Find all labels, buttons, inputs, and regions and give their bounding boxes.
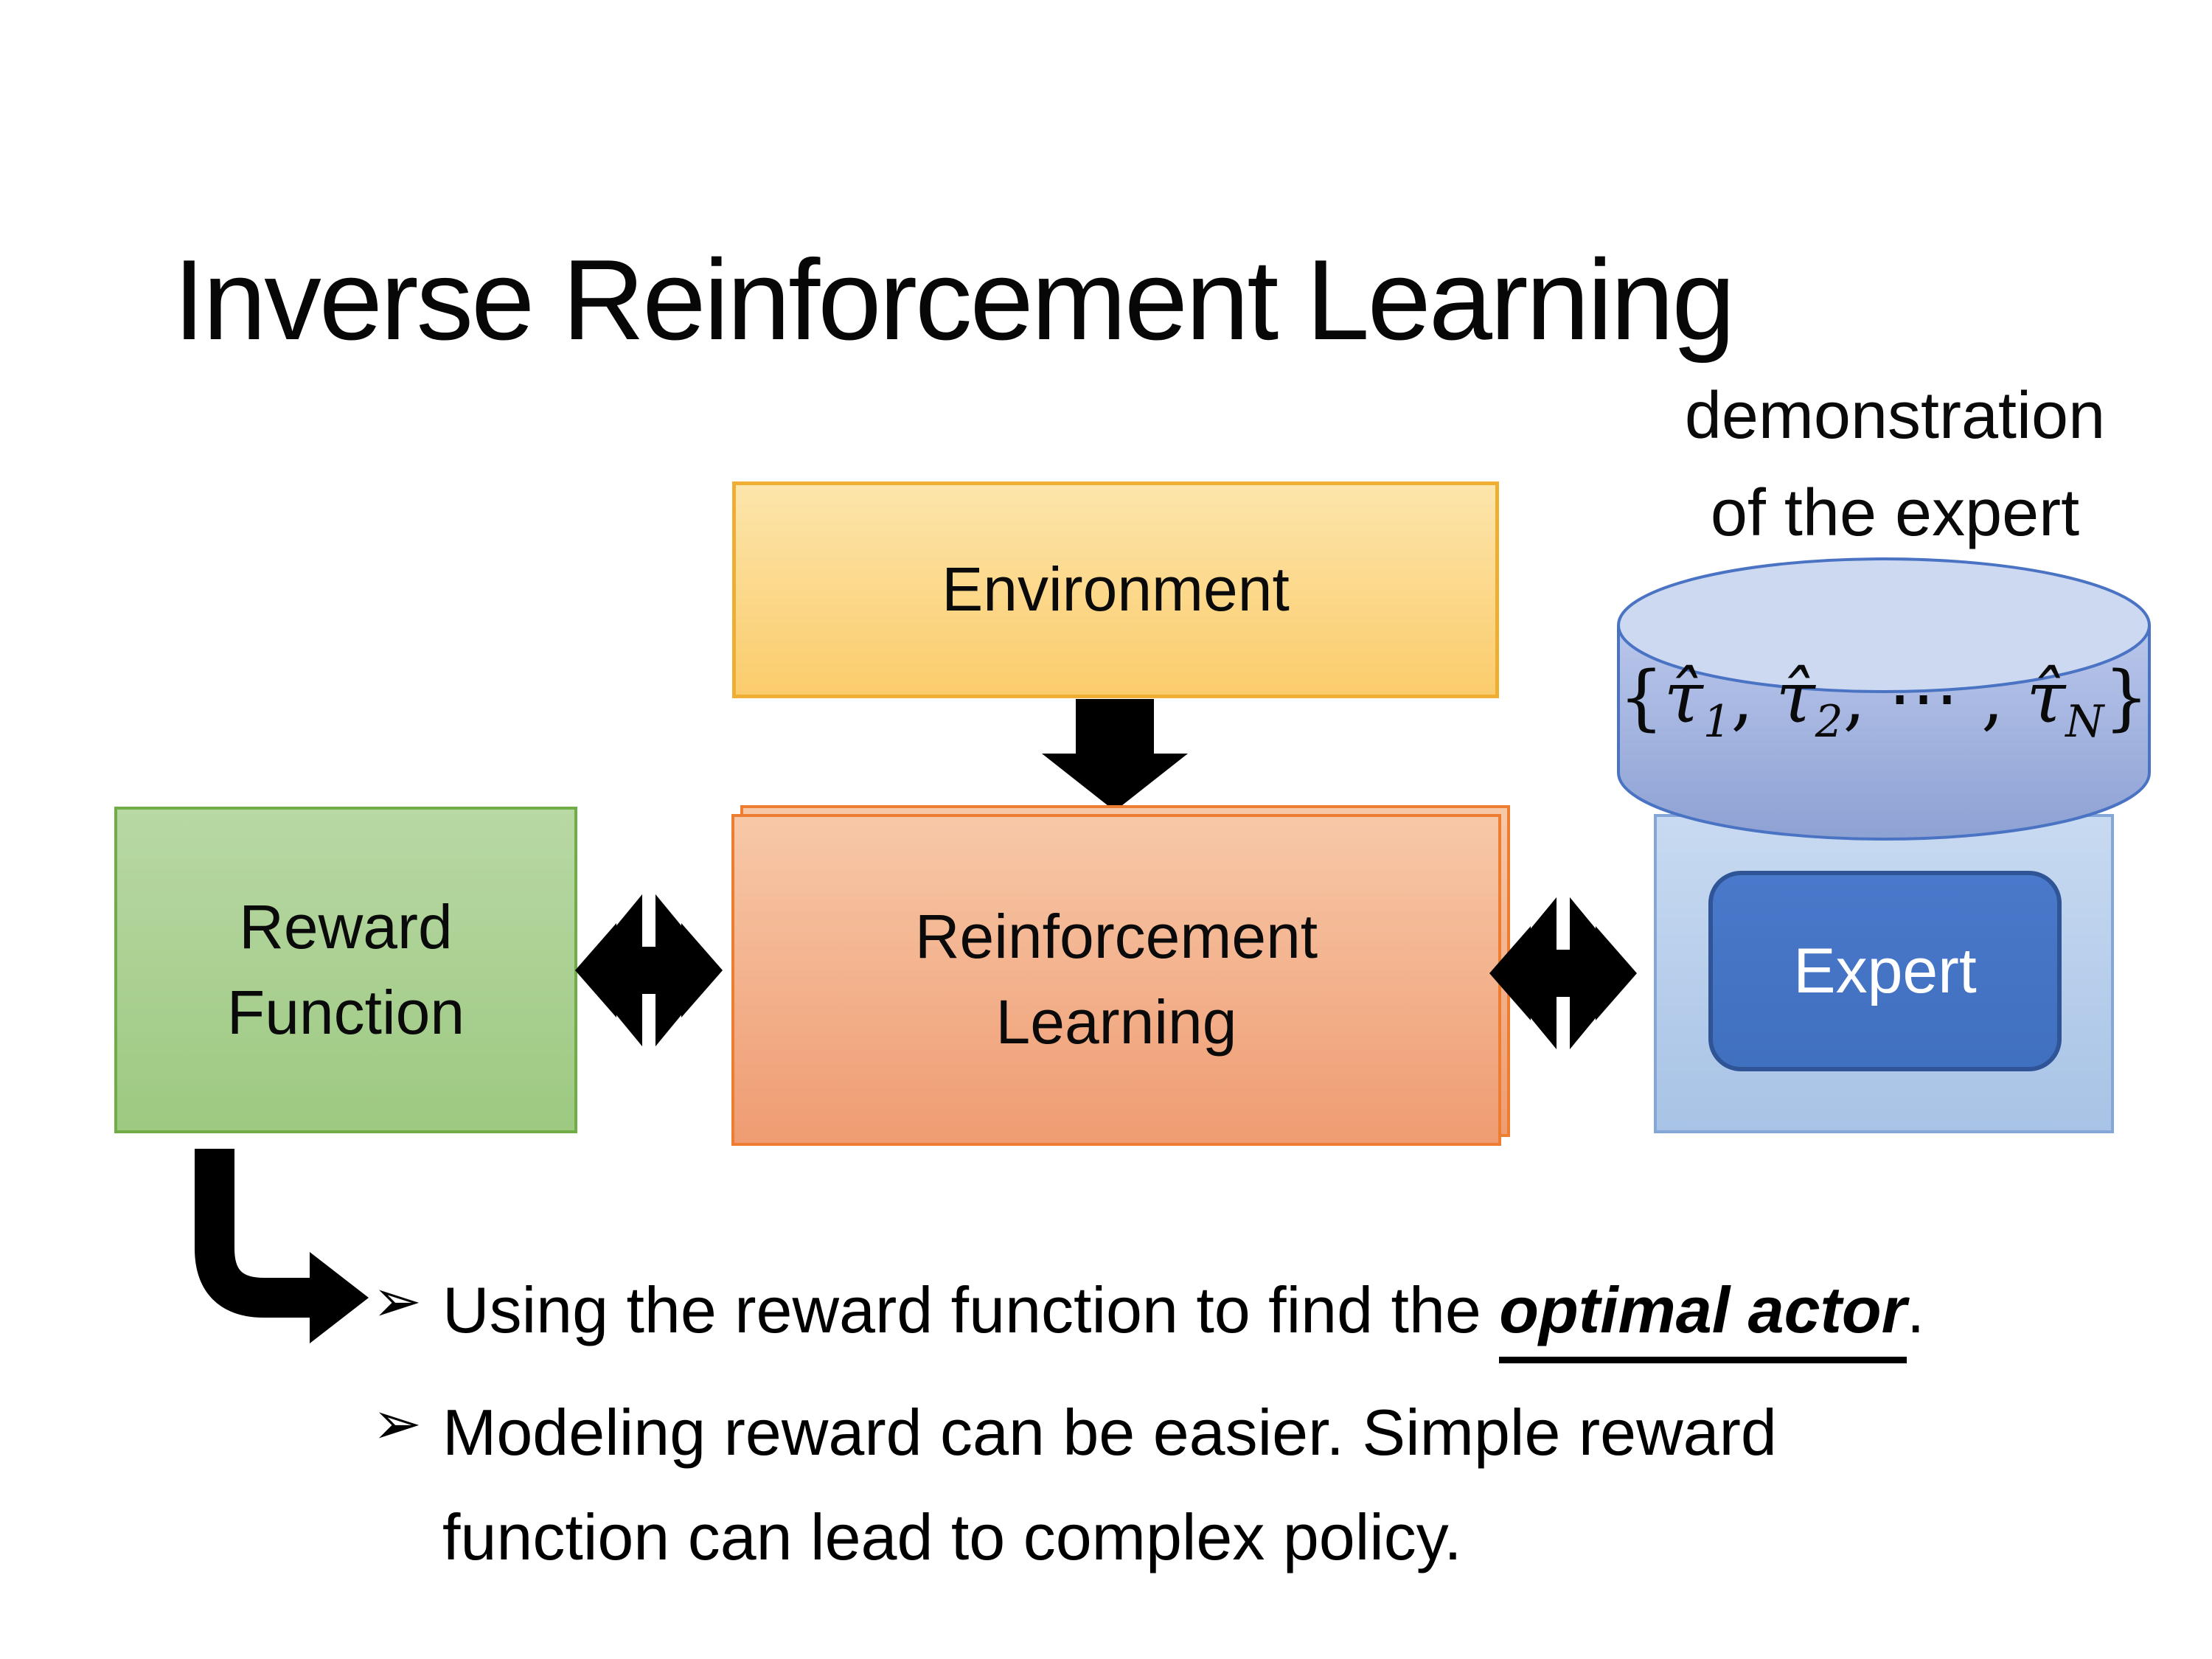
reward-function-box: Reward Function [114, 807, 577, 1133]
environment-label: Environment [942, 554, 1290, 625]
bullet-arrow-icon: ➢ [372, 1267, 422, 1335]
reinforcement-learning-box: Reinforcement Learning [731, 814, 1501, 1146]
double-arrow-right-icon [1489, 885, 1637, 1062]
database-cylinder-icon [1617, 557, 2151, 841]
trajectory-set-formula: {τ̂1, τ̂2, ⋯ , τ̂N} [1618, 656, 2149, 748]
demonstration-caption-line2: of the expert [1710, 476, 2080, 550]
environment-box: Environment [732, 481, 1499, 698]
demonstration-caption-line1: demonstration [1684, 379, 2106, 453]
reinforcement-learning-label: Reinforcement Learning [914, 902, 1318, 1057]
slide-title: Inverse Reinforcement Learning [173, 236, 1736, 364]
expert-box: Expert [1708, 871, 2062, 1071]
expert-label: Expert [1793, 935, 1977, 1006]
reward-function-label: Reward Function [226, 891, 465, 1047]
bullet-arrow-icon: ➢ [372, 1389, 422, 1458]
double-arrow-left-icon [575, 882, 723, 1059]
demonstration-caption: demonstration of the expert [1593, 367, 2197, 562]
optimal-actor-emphasis: optimal actor [1499, 1273, 1907, 1363]
bent-arrow-icon [195, 1149, 369, 1343]
bullet-modeling-reward-text: Modeling reward can be easier. Simple re… [442, 1396, 1777, 1573]
bullet-modeling-reward: ➢ Modeling reward can be easier. Simple … [372, 1380, 1777, 1590]
bullet-optimal-actor: ➢ Using the reward function to find the … [372, 1258, 1924, 1363]
bullet-optimal-actor-text: Using the reward function to find the op… [442, 1258, 1924, 1363]
down-arrow-icon [1042, 699, 1188, 811]
